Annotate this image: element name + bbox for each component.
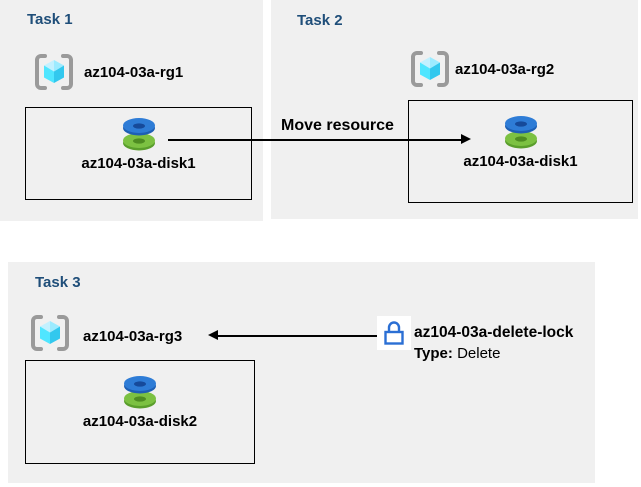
task1-disk-label: az104-03a-disk1 bbox=[81, 155, 196, 172]
task2-rg-label: az104-03a-rg2 bbox=[455, 61, 555, 78]
move-resource-label: Move resource bbox=[281, 117, 394, 134]
task1-rg-label: az104-03a-rg1 bbox=[84, 64, 184, 81]
task3-rg-label: az104-03a-rg3 bbox=[83, 328, 183, 345]
disk-icon bbox=[124, 376, 156, 409]
disk-icon bbox=[122, 118, 155, 151]
lock-arrowhead-icon bbox=[208, 330, 218, 340]
disk-icon bbox=[504, 116, 537, 149]
lock-type-line: Type: Delete bbox=[414, 343, 573, 364]
task1-title: Task 1 bbox=[27, 11, 73, 28]
resource-group-icon bbox=[411, 51, 449, 87]
task1-disk-box: az104-03a-disk1 bbox=[25, 107, 252, 200]
task1-panel: Task 1 az104-03a-rg1 az104-03a-disk1 bbox=[0, 0, 263, 221]
lock-arrow-line bbox=[217, 335, 377, 337]
task3-title: Task 3 bbox=[35, 274, 81, 291]
lock-name-label: az104-03a-delete-lock bbox=[414, 324, 574, 341]
move-resource-arrowhead-icon bbox=[461, 134, 471, 144]
resource-group-icon bbox=[35, 54, 73, 90]
task3-panel: Task 3 az104-03a-rg3 az104-03a-delete-lo… bbox=[8, 262, 595, 483]
task2-panel: Task 2 az104-03a-rg2 az104-03a-disk1 bbox=[271, 0, 638, 219]
task3-disk-box: az104-03a-disk2 bbox=[25, 360, 255, 464]
move-resource-arrow-line bbox=[168, 139, 462, 141]
task2-title: Task 2 bbox=[297, 12, 343, 29]
lock-icon bbox=[384, 321, 404, 345]
lock-text: az104-03a-delete-lock Type: Delete bbox=[414, 322, 573, 364]
task3-disk-label: az104-03a-disk2 bbox=[82, 413, 198, 430]
task2-disk-label: az104-03a-disk1 bbox=[463, 153, 578, 170]
lock-type-value: Delete bbox=[457, 345, 501, 362]
task2-disk-box: az104-03a-disk1 bbox=[408, 100, 633, 203]
resource-group-icon bbox=[31, 315, 69, 351]
lock-icon-container bbox=[377, 316, 411, 350]
lock-type-label: Type: bbox=[414, 345, 453, 362]
